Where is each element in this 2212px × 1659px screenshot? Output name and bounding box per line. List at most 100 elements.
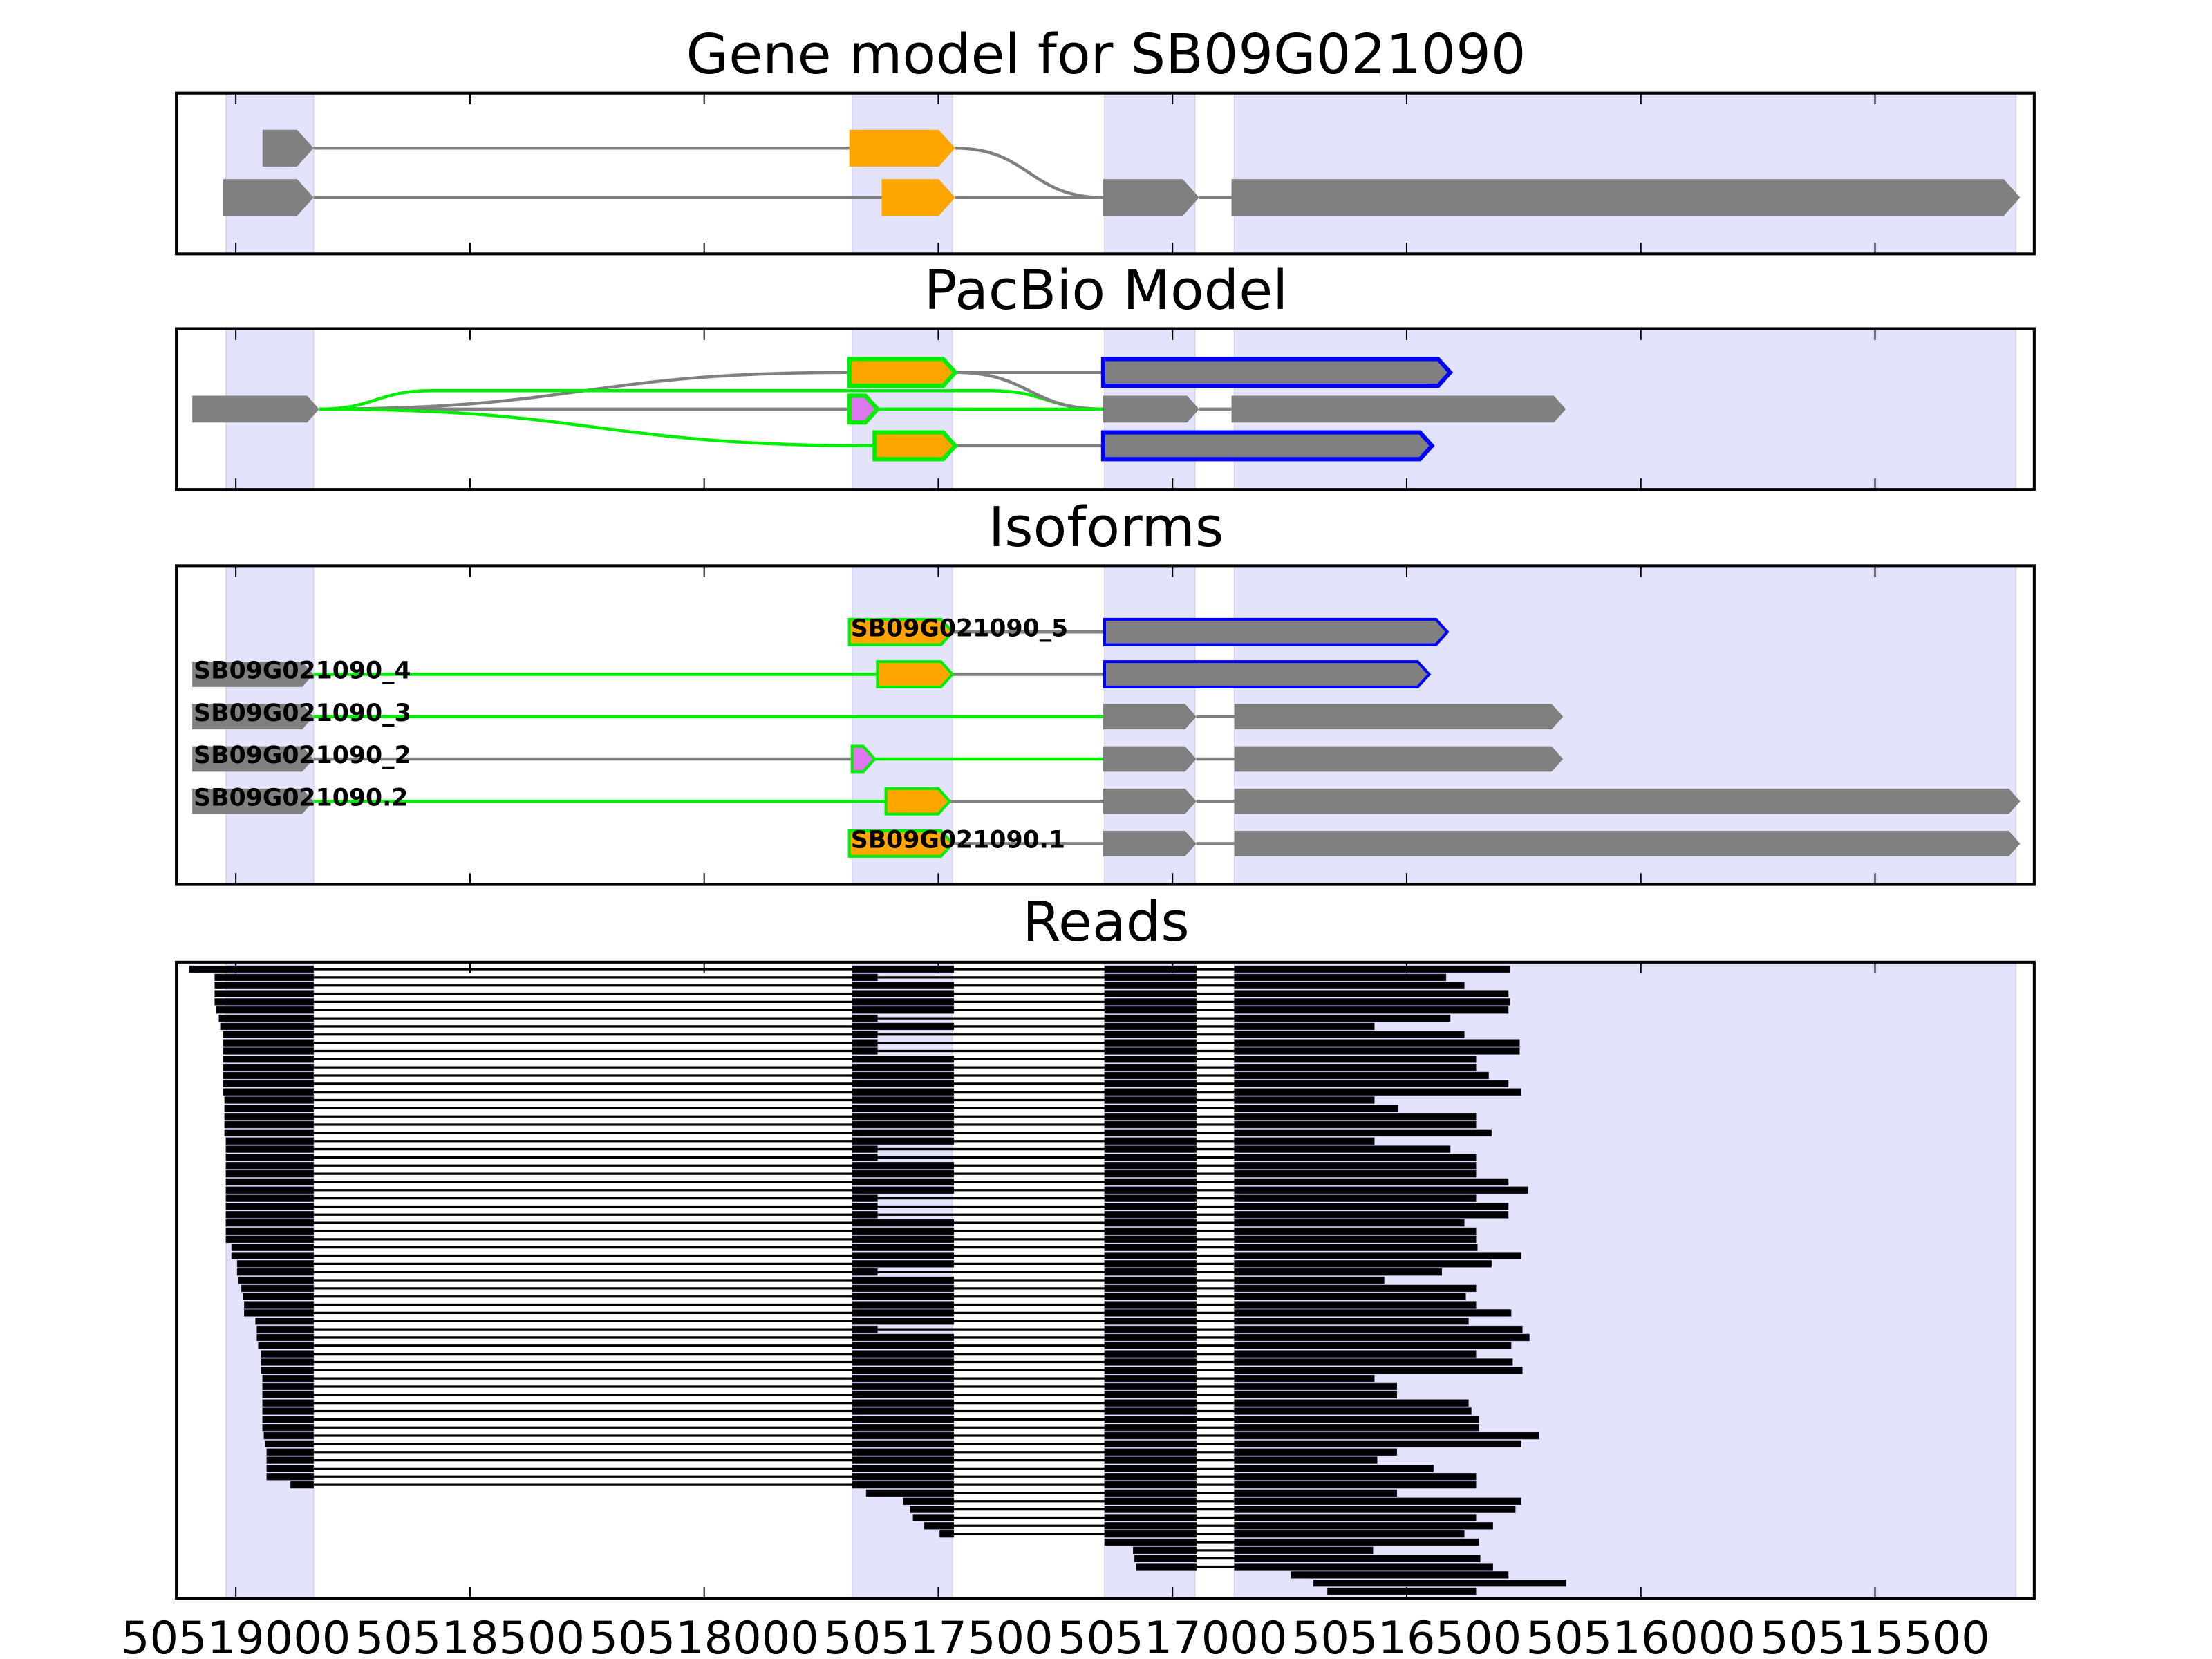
- read-aligned-block: [214, 990, 314, 997]
- exon-block: [1103, 704, 1197, 730]
- variant-exon-block: [847, 393, 881, 425]
- read: [223, 1063, 1477, 1071]
- read-aligned-block: [1104, 1506, 1197, 1513]
- read: [262, 1391, 1398, 1399]
- panel-3: SB09G021090_5SB09G021090_4SB09G021090_3S…: [175, 564, 2036, 886]
- read-aligned-block: [1136, 1563, 1197, 1571]
- read-aligned-block: [1234, 1039, 1520, 1047]
- exon-block: [1103, 617, 1450, 646]
- read-aligned-block: [1234, 1056, 1477, 1063]
- read-aligned-block: [1234, 1203, 1509, 1210]
- read-aligned-block: [1234, 1105, 1399, 1112]
- read-aligned-block: [1104, 1031, 1197, 1038]
- cds-exon-block: [849, 129, 955, 167]
- read: [224, 1121, 1477, 1129]
- read-aligned-block: [1104, 1194, 1197, 1202]
- read-aligned-block: [1104, 1047, 1197, 1055]
- read-aligned-block: [225, 1235, 314, 1244]
- read-aligned-block: [852, 998, 955, 1006]
- read-aligned-block: [1104, 1063, 1197, 1071]
- cds-exon-block: [847, 617, 955, 646]
- read-aligned-block: [256, 1333, 314, 1342]
- read: [241, 1284, 1477, 1293]
- read: [225, 1194, 1477, 1202]
- read-aligned-block: [1234, 982, 1465, 989]
- read: [258, 1342, 1512, 1349]
- read-aligned-block: [852, 1301, 955, 1309]
- isoform-label: SB09G021090_4: [194, 657, 411, 685]
- isoform-label: SB09G021090_3: [194, 700, 411, 727]
- read: [223, 1080, 1509, 1088]
- read: [214, 998, 1510, 1006]
- read-aligned-block: [1234, 1407, 1472, 1415]
- read-aligned-block: [1104, 1342, 1197, 1349]
- read-aligned-block: [1234, 1555, 1481, 1562]
- read-aligned-block: [1234, 1137, 1375, 1145]
- read: [244, 1309, 1512, 1317]
- read-aligned-block: [852, 1145, 878, 1153]
- read-aligned-block: [1313, 1579, 1566, 1587]
- read-aligned-block: [266, 1465, 314, 1472]
- read-aligned-block: [1234, 1145, 1451, 1153]
- read: [262, 1374, 1375, 1382]
- read: [225, 1137, 1375, 1145]
- read-aligned-block: [1104, 1178, 1197, 1186]
- exon-block: [1234, 831, 2021, 856]
- read-aligned-block: [1104, 1268, 1197, 1276]
- read-aligned-block: [852, 982, 955, 989]
- read-aligned-block: [224, 1121, 314, 1129]
- read: [236, 1260, 1492, 1268]
- read-aligned-block: [225, 1194, 314, 1202]
- read: [290, 1481, 1477, 1489]
- read-aligned-block: [852, 1374, 955, 1382]
- read: [265, 1440, 1521, 1448]
- panel-4: [175, 960, 2036, 1600]
- read-aligned-block: [1104, 1382, 1197, 1391]
- read: [255, 1318, 1469, 1325]
- read-aligned-block: [1132, 1546, 1197, 1555]
- read-aligned-block: [225, 1178, 314, 1186]
- cds-exon-block: [847, 357, 958, 388]
- read-aligned-block: [1104, 1440, 1197, 1448]
- read-aligned-block: [1234, 1465, 1434, 1472]
- read-aligned-block: [1104, 1056, 1197, 1063]
- read: [223, 1056, 1477, 1063]
- read-aligned-block: [1234, 1227, 1477, 1235]
- read-aligned-block: [852, 1235, 955, 1244]
- read-aligned-block: [1104, 1301, 1197, 1309]
- read-aligned-block: [214, 982, 314, 989]
- read-aligned-block: [852, 1293, 955, 1300]
- read-aligned-block: [852, 1268, 878, 1276]
- read-aligned-block: [852, 1031, 878, 1038]
- read: [262, 1407, 1472, 1415]
- read-aligned-block: [852, 1162, 955, 1170]
- read-aligned-block: [223, 1063, 314, 1071]
- read-aligned-block: [1234, 965, 1510, 973]
- read-aligned-block: [1104, 1374, 1197, 1382]
- read: [1327, 1587, 1477, 1595]
- read-aligned-block: [852, 1318, 955, 1325]
- exon-block: [192, 704, 314, 730]
- read: [216, 1006, 1509, 1014]
- read-aligned-block: [244, 1301, 314, 1309]
- read-aligned-block: [852, 1391, 955, 1399]
- read-aligned-block: [258, 1342, 314, 1349]
- read-aligned-block: [224, 1112, 314, 1121]
- read-aligned-block: [1234, 1514, 1477, 1521]
- read-aligned-block: [262, 1416, 314, 1423]
- read-aligned-block: [265, 1440, 314, 1448]
- read-aligned-block: [1234, 1194, 1477, 1202]
- x-tick-label: 50519000: [121, 1612, 350, 1659]
- read: [225, 1235, 1477, 1244]
- read-aligned-block: [865, 1489, 955, 1497]
- read-aligned-block: [255, 1318, 314, 1325]
- read-aligned-block: [1104, 1129, 1197, 1137]
- read: [238, 1276, 1385, 1284]
- read: [266, 1465, 1434, 1472]
- read-aligned-block: [1104, 1080, 1197, 1088]
- read: [262, 1416, 1479, 1423]
- read-aligned-block: [852, 1014, 878, 1022]
- intron-connector: [319, 407, 875, 448]
- read-aligned-block: [1234, 1530, 1465, 1538]
- exon-block: [1234, 704, 1564, 730]
